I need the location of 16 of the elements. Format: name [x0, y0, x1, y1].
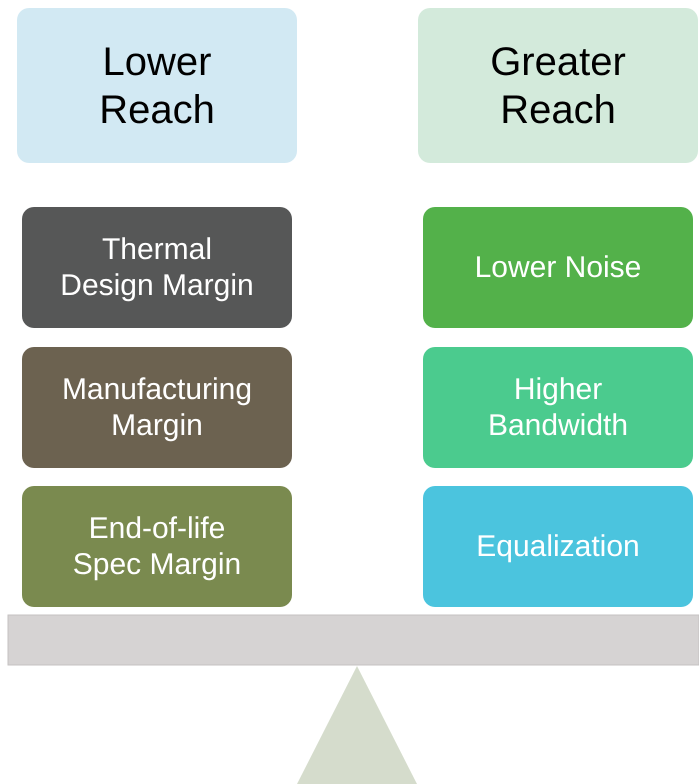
heading-box [418, 8, 698, 163]
factor-label: End-of-life Spec Margin [72, 510, 242, 582]
heading-box [17, 8, 297, 163]
factor-box [22, 486, 292, 607]
factor-box [22, 347, 292, 468]
factor-box [423, 347, 693, 468]
factor-label: Manufacturing Margin [60, 372, 254, 444]
heading-text: Lower Reach [98, 38, 216, 134]
factor-box [423, 207, 693, 328]
factor-box [22, 207, 292, 328]
heading-text: Greater Reach [489, 38, 627, 134]
factor-label: Equalization [476, 528, 640, 564]
factor-box [423, 486, 693, 607]
factor-label: Thermal Design Margin [59, 232, 255, 304]
factor-label: Lower Noise [474, 250, 642, 286]
factor-label: Higher Bandwidth [486, 372, 630, 444]
